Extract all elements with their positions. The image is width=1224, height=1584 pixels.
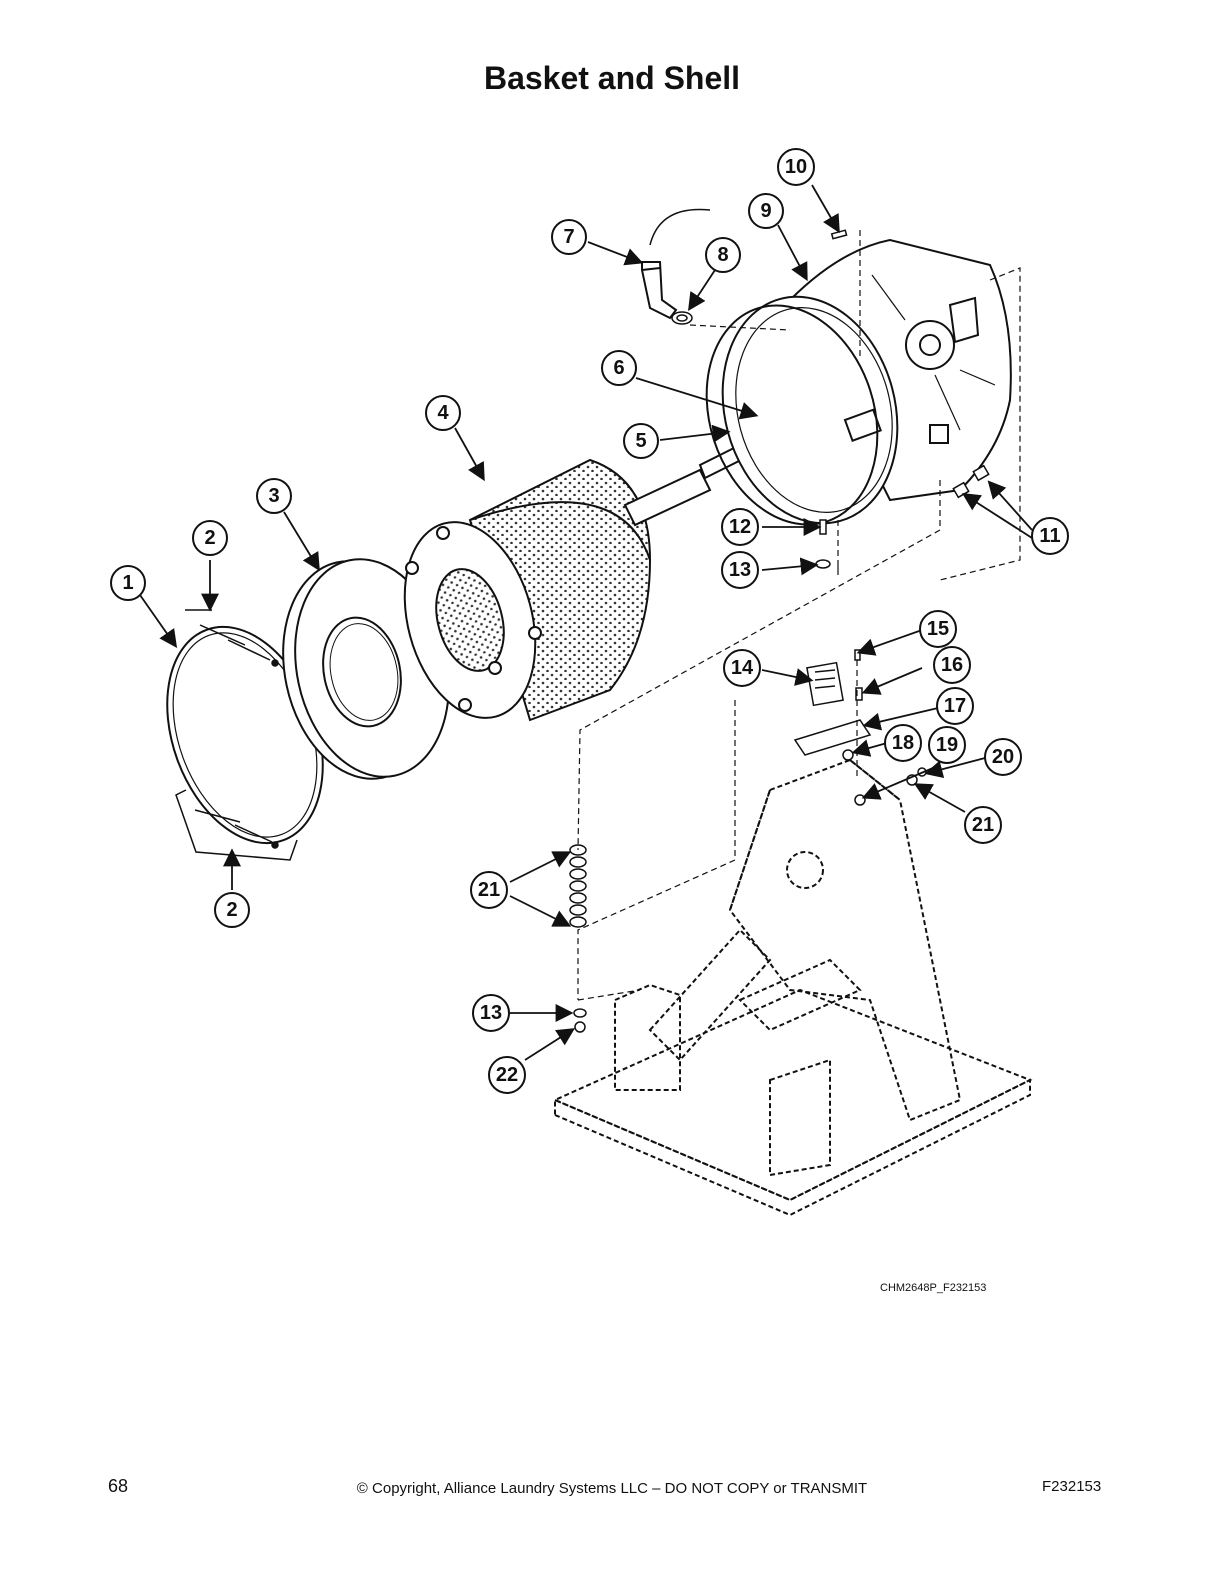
callout-label: 15 bbox=[927, 618, 949, 640]
callout-label: 20 bbox=[992, 746, 1014, 768]
clamp-hardware-top bbox=[185, 609, 279, 667]
callout-20 bbox=[984, 738, 1022, 776]
callout-21-right bbox=[964, 806, 1002, 844]
frame-pedestal bbox=[552, 758, 1033, 1217]
callout-label: 9 bbox=[760, 200, 771, 222]
callout-label: 8 bbox=[717, 244, 728, 266]
callout-9 bbox=[748, 193, 784, 229]
callout-label: 21 bbox=[478, 879, 500, 901]
callout-7 bbox=[551, 219, 587, 255]
callout-15 bbox=[919, 610, 957, 648]
callout-label: 16 bbox=[941, 654, 963, 676]
callout-18 bbox=[884, 724, 922, 762]
callout-12 bbox=[721, 508, 759, 546]
callout-17 bbox=[936, 687, 974, 725]
callout-11 bbox=[1031, 517, 1069, 555]
callout-10 bbox=[777, 148, 815, 186]
callout-21-left bbox=[470, 871, 508, 909]
callout-19 bbox=[928, 726, 966, 764]
callout-label: 17 bbox=[944, 695, 966, 717]
callout-4 bbox=[425, 395, 461, 431]
callout-2-top bbox=[192, 520, 228, 556]
callout-label: 19 bbox=[936, 734, 958, 756]
form-number: F232153 bbox=[1042, 1478, 1102, 1495]
shell bbox=[721, 238, 1012, 525]
callout-label: 5 bbox=[635, 430, 646, 452]
callout-label: 1 bbox=[122, 572, 133, 594]
page-number: 68 bbox=[108, 1476, 129, 1496]
leader-lines bbox=[139, 184, 1033, 1061]
callout-label: 14 bbox=[731, 657, 754, 679]
callout-label: 10 bbox=[785, 156, 807, 178]
callout-6 bbox=[601, 350, 637, 386]
hose-clamp bbox=[671, 311, 693, 325]
callout-13-bottom bbox=[472, 994, 510, 1032]
callout-bubbles bbox=[110, 148, 1069, 1094]
washer-stack bbox=[569, 844, 587, 928]
figure-id: CHM2648P_F232153 bbox=[880, 1282, 987, 1294]
callout-label: 2 bbox=[226, 899, 237, 921]
callout-14 bbox=[723, 649, 761, 687]
callout-8 bbox=[705, 237, 741, 273]
callout-3 bbox=[256, 478, 292, 514]
callout-22 bbox=[488, 1056, 526, 1094]
clamp-hardware-bottom bbox=[175, 789, 298, 861]
callout-label: 13 bbox=[480, 1002, 502, 1024]
callout-label: 13 bbox=[729, 559, 751, 581]
callout-label: 4 bbox=[437, 402, 449, 424]
callout-label: 7 bbox=[563, 226, 574, 248]
hose-fitting bbox=[641, 208, 711, 320]
callout-label: 22 bbox=[496, 1064, 518, 1086]
callout-label: 18 bbox=[892, 732, 914, 754]
basket bbox=[403, 458, 652, 722]
callout-label: 12 bbox=[729, 516, 751, 538]
callout-1 bbox=[110, 565, 146, 601]
callout-16 bbox=[933, 646, 971, 684]
callout-label: 6 bbox=[613, 357, 624, 379]
assembly-lines bbox=[577, 230, 1021, 1001]
callout-5 bbox=[623, 423, 659, 459]
copyright-notice: © Copyright, Alliance Laundry Systems LL… bbox=[356, 1480, 868, 1497]
page-title: Basket and Shell bbox=[483, 60, 741, 96]
callout-13-top bbox=[721, 551, 759, 589]
callout-label: 3 bbox=[268, 485, 279, 507]
callout-2-bottom bbox=[214, 892, 250, 928]
callout-label: 21 bbox=[972, 814, 994, 836]
callout-label: 2 bbox=[204, 527, 215, 549]
callout-label: 11 bbox=[1039, 525, 1060, 547]
